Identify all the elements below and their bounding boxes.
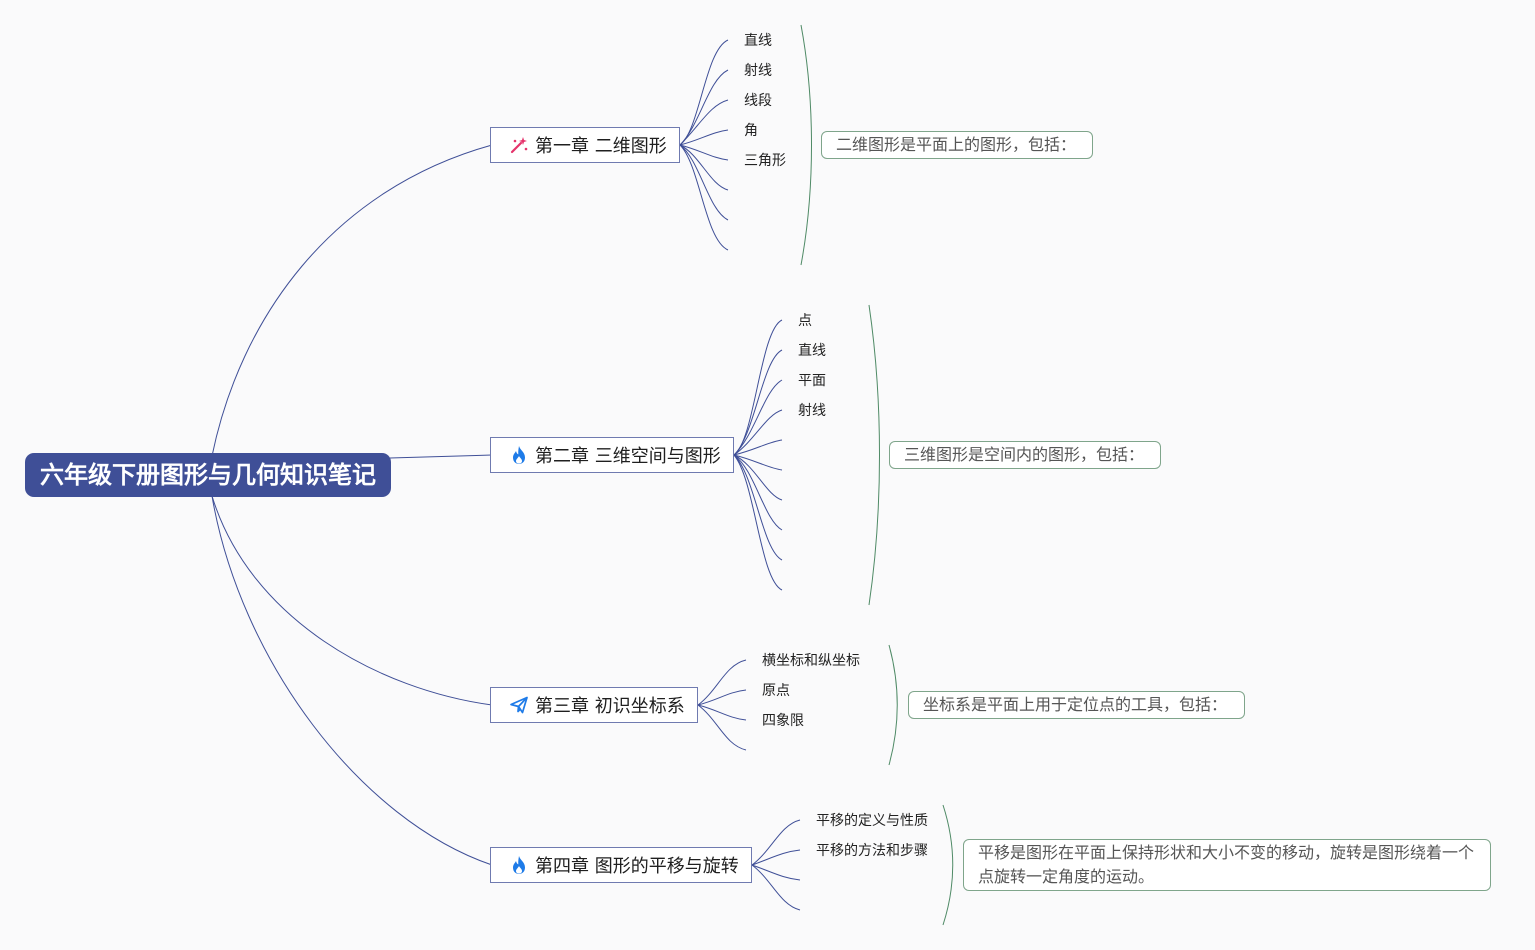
connector-ch2-leaf [733,379,783,456]
flame-icon [513,856,525,874]
leaf-topic[interactable]: 横坐标和纵坐标 [762,653,860,669]
leaf-topic[interactable]: 射线 [798,403,826,419]
leaf-topic[interactable]: 三角形 [744,153,786,169]
summary-ch1[interactable]: 二维图形是平面上的图形，包括： [821,131,1093,159]
chapter-1-label: 第一章 二维图形 [535,136,667,157]
summary-ch4-line-1: 平移是图形在平面上保持形状和大小不变的移动，旋转是图形绕着一个 [978,843,1475,862]
connector-ch1-leaf [679,144,729,221]
connector-ch1-leaf [679,144,729,251]
connector-ch1-leaf [679,99,729,146]
leaf-topic[interactable]: 直线 [744,33,772,49]
summary-bracket-ch4 [942,804,954,926]
leaf-topic[interactable]: 点 [798,313,812,329]
summary-ch4-line-2: 点旋转一定角度的运动。 [978,867,1155,886]
connector-ch1-leaf [679,144,729,161]
leaf-topic[interactable]: 平移的定义与性质 [816,813,928,829]
leaf-topic[interactable]: 线段 [744,93,772,109]
connector-ch2-leaf [733,454,783,561]
connector-root-ch3 [211,495,493,706]
leaf-topic[interactable]: 直线 [798,343,826,359]
connector-ch3-leaf [697,704,747,751]
leaf-topic[interactable]: 平面 [798,373,826,389]
connector-ch3-leaf [697,659,747,706]
summary-bracket-ch1 [800,24,812,266]
chapter-3-node[interactable]: 第三章 初识坐标系 [490,687,698,723]
connector-ch4-leaf [751,819,801,866]
root-topic[interactable]: 六年级下册图形与几何知识笔记 [25,453,391,497]
connector-root-ch1 [211,144,493,457]
summary-bracket-ch2 [868,304,880,606]
leaf-topic[interactable]: 原点 [762,683,790,699]
chapter-3-label: 第三章 初识坐标系 [535,696,685,717]
flame-icon [513,446,525,464]
chapter-2-node[interactable]: 第二章 三维空间与图形 [490,437,734,473]
connector-root-ch2 [389,454,493,459]
connector-ch3-leaf [697,704,747,721]
magic-sparkle-icon [510,137,528,154]
connector-ch4-leaf [751,849,801,866]
leaf-topic[interactable]: 四象限 [762,713,804,729]
connector-ch1-leaf [679,144,729,191]
chapter-4-label: 第四章 图形的平移与旋转 [535,856,739,877]
summary-ch2-text: 三维图形是空间内的图形，包括： [904,445,1145,464]
summary-ch2[interactable]: 三维图形是空间内的图形，包括： [889,441,1161,469]
connector-ch2-leaf [733,439,783,456]
connector-ch2-leaf [733,454,783,531]
summary-ch3-text: 坐标系是平面上用于定位点的工具，包括： [923,695,1228,714]
connector-ch2-leaf [733,454,783,501]
connector-ch4-leaf [751,864,801,881]
summary-ch3[interactable]: 坐标系是平面上用于定位点的工具，包括： [908,691,1245,719]
summary-ch4[interactable]: 平移是图形在平面上保持形状和大小不变的移动，旋转是图形绕着一个 点旋转一定角度的… [963,839,1491,891]
connector-ch2-leaf [733,454,783,471]
paper-plane-icon [510,696,528,714]
connector-ch2-leaf [733,349,783,456]
connector-ch4-leaf [751,864,801,911]
connector-root-ch4 [211,495,493,866]
summary-ch1-text: 二维图形是平面上的图形，包括： [836,135,1077,154]
connector-ch2-leaf [733,409,783,456]
leaf-topic[interactable]: 射线 [744,63,772,79]
connector-ch2-leaf [733,454,783,591]
connector-ch3-leaf [697,689,747,706]
connector-ch2-leaf [733,319,783,456]
leaf-topic[interactable]: 平移的方法和步骤 [816,843,928,859]
chapter-2-label: 第二章 三维空间与图形 [535,446,721,467]
chapter-1-node[interactable]: 第一章 二维图形 [490,127,680,163]
connector-ch1-leaf [679,39,729,146]
connector-ch1-leaf [679,129,729,146]
leaf-topic[interactable]: 角 [744,123,758,139]
chapter-4-node[interactable]: 第四章 图形的平移与旋转 [490,847,752,883]
summary-bracket-ch3 [888,644,898,766]
connector-ch1-leaf [679,69,729,146]
